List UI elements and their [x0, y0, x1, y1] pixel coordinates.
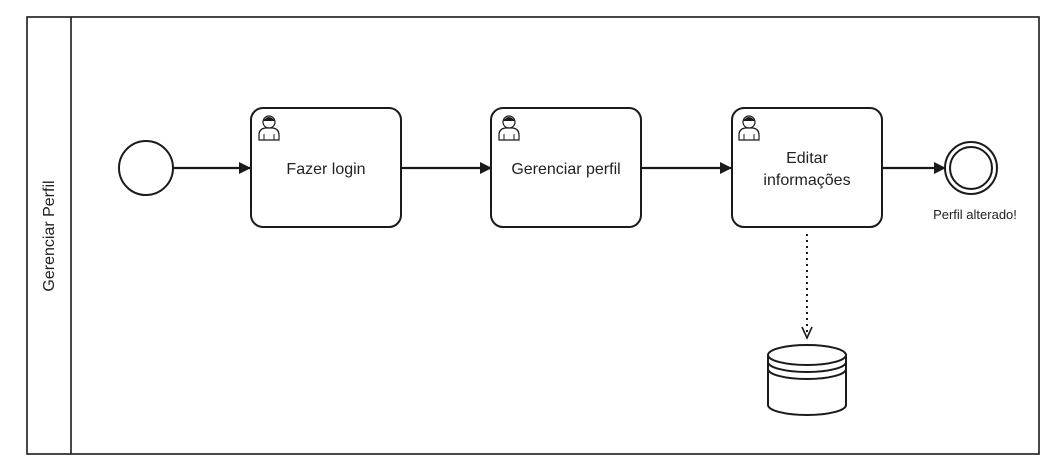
task-editar-informacoes[interactable]: Editar informações [731, 107, 883, 228]
user-icon [258, 115, 280, 141]
pool-frame [26, 16, 1040, 455]
end-event[interactable] [944, 141, 998, 195]
task-label-line-2: informações [763, 172, 850, 189]
pool: Gerenciar Perfil [26, 16, 1040, 455]
task-fazer-login[interactable]: Fazer login [250, 107, 402, 228]
user-icon [498, 115, 520, 141]
task-label: Fazer login [286, 161, 365, 178]
task-label: Gerenciar perfil [511, 161, 620, 178]
data-store[interactable] [767, 344, 847, 416]
start-event[interactable] [118, 140, 174, 196]
user-icon [738, 115, 760, 141]
end-event-label: Perfil alterado! [933, 207, 1017, 222]
task-gerenciar-perfil[interactable]: Gerenciar perfil [490, 107, 642, 228]
task-label-line-1: Editar [786, 150, 828, 167]
lane-label: Gerenciar Perfil [41, 180, 58, 291]
